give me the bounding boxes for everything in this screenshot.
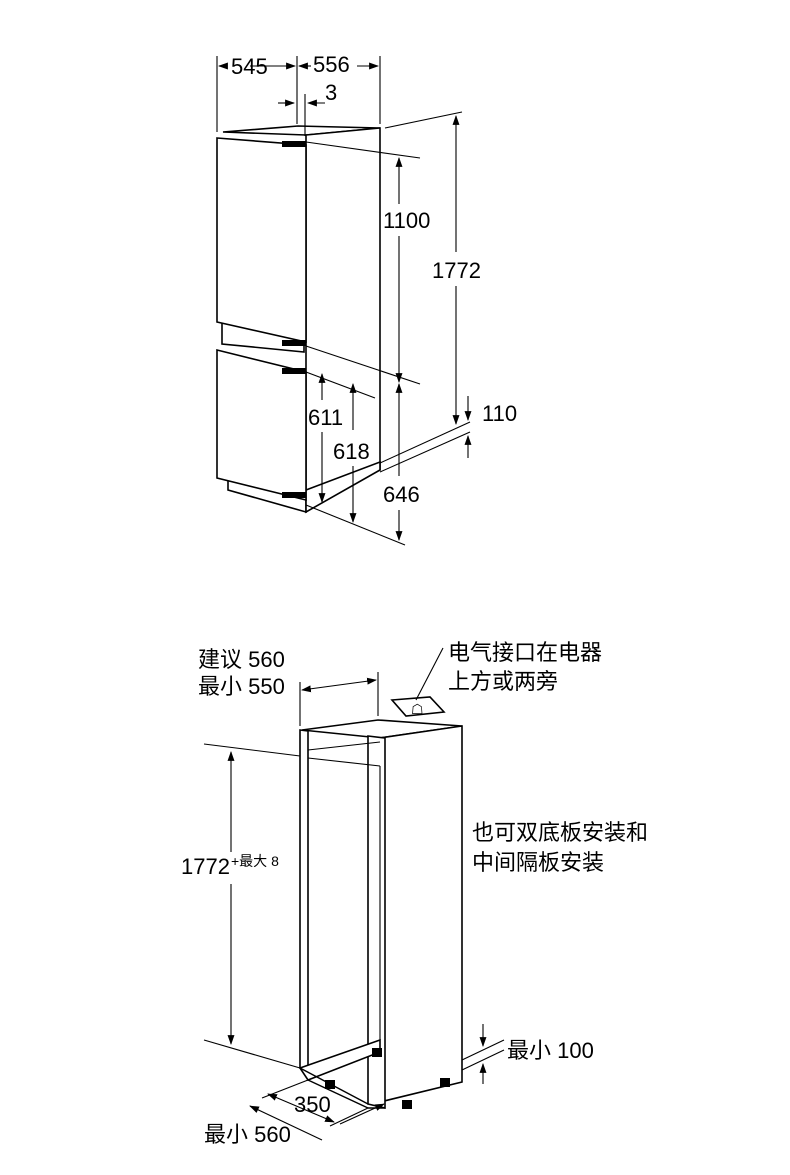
niche-labels: 建议 560 最小 550 电气接口在电器 上方或两旁 也可双底板安装和 中间隔… <box>181 640 648 1147</box>
foot-1 <box>325 1080 335 1089</box>
height-tolerance-label: +最大 8 <box>231 853 279 869</box>
dim-1772: 1772 <box>432 258 481 283</box>
hinge-top <box>282 141 306 147</box>
dim-556: 556 <box>313 52 350 77</box>
dim-3: 3 <box>325 80 337 105</box>
electric-note-line2: 上方或两旁 <box>448 669 558 694</box>
height-1772-label: 1772 <box>181 854 230 879</box>
foot-2 <box>372 1048 382 1057</box>
height-dimension-lines <box>305 111 472 546</box>
cabinet-side-panel <box>379 725 463 1104</box>
vent-350-label: 350 <box>294 1092 331 1117</box>
upper-door <box>216 137 307 343</box>
width-dimension-lines <box>216 56 381 136</box>
dim-646: 646 <box>383 482 420 507</box>
shelf-note-line2: 中间隔板安装 <box>472 850 604 875</box>
appliance-drawing <box>216 125 381 514</box>
hinge-lower <box>282 368 306 374</box>
dim-1100: 1100 <box>383 208 430 233</box>
dim-618: 618 <box>333 439 370 464</box>
hinge-middle <box>282 340 306 346</box>
width-min-label: 最小 560 <box>204 1122 291 1147</box>
shelf-note-line1: 也可双底板安装和 <box>472 820 648 845</box>
dim-545: 545 <box>231 54 268 79</box>
hinge-bottom <box>282 492 306 498</box>
plinth-min-label: 最小 100 <box>507 1038 594 1063</box>
cabinet-front-post-left <box>299 729 309 1072</box>
depth-min-label: 最小 550 <box>198 674 285 699</box>
electric-note-line1: 电气接口在电器 <box>448 640 602 665</box>
niche-dimension-lines <box>203 647 505 1141</box>
foot-3 <box>402 1100 412 1109</box>
foot-4 <box>440 1078 450 1087</box>
dim-110: 110 <box>482 401 517 426</box>
lower-door <box>216 348 307 502</box>
socket-icon: ☖ <box>411 701 424 717</box>
top-dimension-labels: 545 556 3 1100 1772 110 611 618 646 <box>231 52 517 507</box>
cabinet-drawing: ☖ <box>298 696 463 1110</box>
depth-recommended-label: 建议 560 <box>198 647 285 672</box>
dim-611: 611 <box>308 405 343 430</box>
